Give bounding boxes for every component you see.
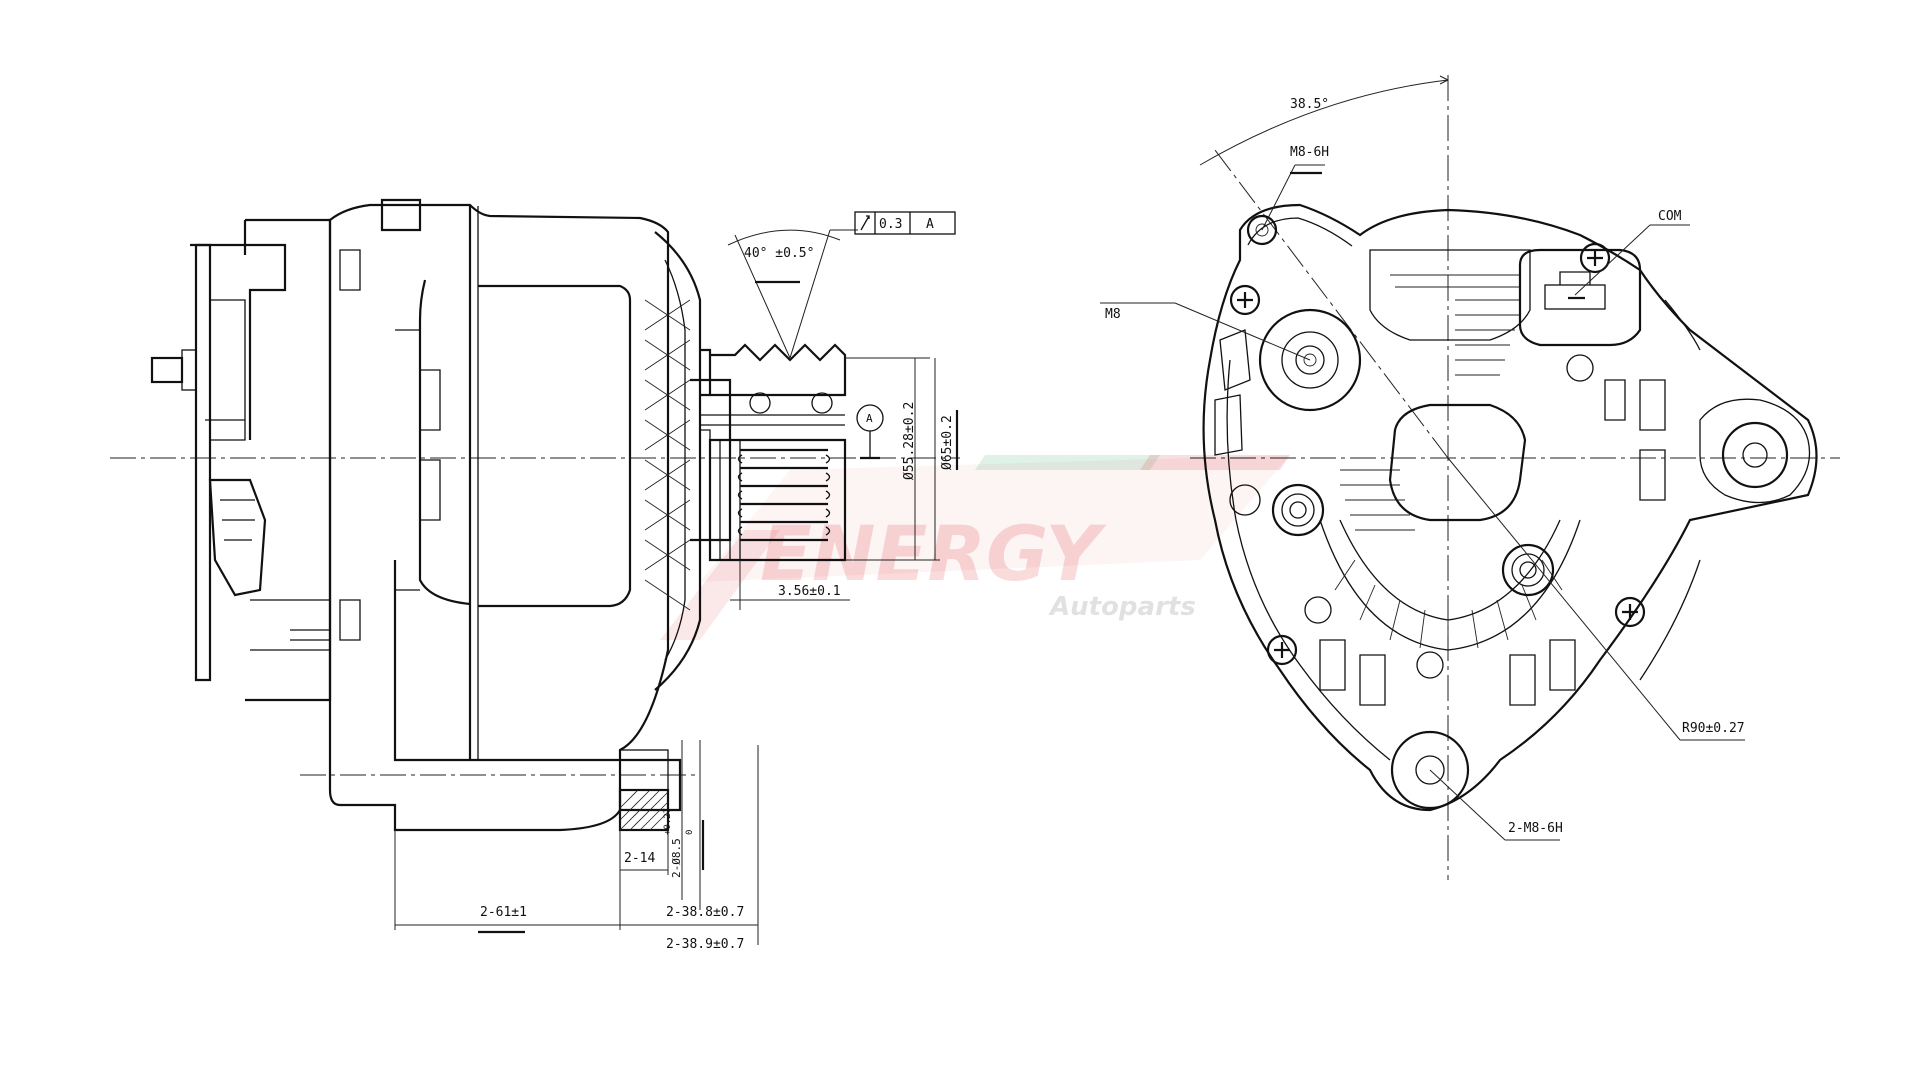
pulley-offset-label: 3.56±0.1 xyxy=(778,584,841,599)
mount-section-hatch xyxy=(618,749,670,832)
com-connector xyxy=(1518,248,1642,347)
thread-top-label: M8-6H xyxy=(1290,145,1329,160)
connector-label: COM xyxy=(1658,209,1682,224)
bolt-heads xyxy=(1229,242,1646,666)
alternator-housing xyxy=(290,198,732,832)
angle-label: 38.5° xyxy=(1290,97,1329,112)
side-view-annotations: 40° ±0.5° 0.3 A A Ø55.28±0.2 Ø65±0.2 xyxy=(394,211,959,952)
angle-arc xyxy=(1199,79,1449,166)
radius-label: R90±0.27 xyxy=(1682,721,1745,736)
side-view: 40° ±0.5° 0.3 A A Ø55.28±0.2 Ø65±0.2 xyxy=(110,198,960,952)
belt-angle-label: 40° ±0.5° xyxy=(744,246,814,261)
watermark-tagline: Autoparts xyxy=(1048,592,1196,622)
pulley-diameter-label: Ø55.28±0.2 xyxy=(902,402,917,480)
mount-width-label: 2-14 xyxy=(624,851,655,866)
energy-logo-watermark: ENERGY Autoparts xyxy=(660,455,1290,640)
rear-terminal-block xyxy=(150,218,332,702)
watermark-brand: ENERGY xyxy=(760,509,1107,598)
runout-tolerance-frame: 0.3 A xyxy=(854,211,956,235)
mount-hole-tolerance: +0.27 xyxy=(663,808,673,835)
mount-hole-label: 2-Ø8.5 xyxy=(670,838,683,878)
front-view-annotations: 38.5° M8-6H M8 COM R90±0.27 2-M8-6H xyxy=(1100,75,1745,841)
mount-span-label: 2-61±1 xyxy=(480,905,527,920)
dim-a-label: 2-38.8±0.7 xyxy=(666,905,744,920)
front-view: 38.5° M8-6H M8 COM R90±0.27 2-M8-6H xyxy=(1100,75,1840,880)
terminal-label: M8 xyxy=(1105,307,1121,322)
runout-value: 0.3 xyxy=(879,217,902,232)
rear-housing xyxy=(1202,203,1818,812)
datum-label: A xyxy=(866,412,873,425)
thread-bottom-label: 2-M8-6H xyxy=(1508,821,1563,836)
runout-datum: A xyxy=(926,217,934,232)
pulley-outer-diameter-label: Ø65±0.2 xyxy=(940,415,955,470)
mount-hole-tolerance-lower: 0 xyxy=(685,830,695,835)
rectifier-studs xyxy=(1229,354,1594,679)
dim-b-label: 2-38.9±0.7 xyxy=(666,937,744,952)
b-plus-terminal xyxy=(1258,308,1362,412)
